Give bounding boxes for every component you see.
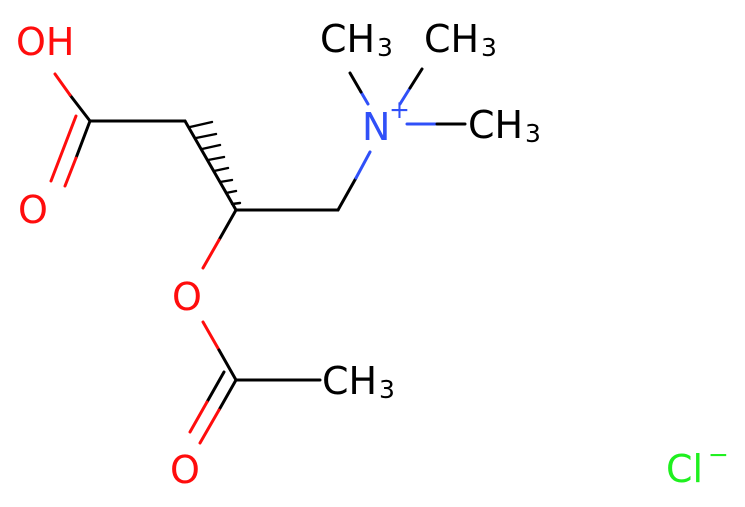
bond-ester-o-acyl — [217, 348, 238, 382]
hashed-wedge-bond — [188, 120, 242, 206]
bond-chiral-ester-o-red — [201, 238, 221, 270]
bond-ch2-chiral — [183, 119, 238, 212]
bond-acid-carbonyl-b — [63, 156, 78, 188]
nitrogen-label: N — [362, 105, 390, 149]
bond-layer — [49, 67, 467, 445]
bond-acid-c-oh-black — [68, 93, 92, 123]
bond-acid-carbonyl-a-black — [74, 119, 92, 160]
bond-n-methyl-left — [348, 71, 363, 94]
bond-chiral-ester-o — [217, 208, 238, 242]
ester-oxygen-label: O — [172, 275, 202, 319]
bond-ch2n-n-black — [336, 176, 358, 212]
methyl-n-right-label: CH — [424, 17, 479, 61]
ester-carbonyl-oxygen-label: O — [170, 448, 200, 492]
bond-n-methyl-right — [408, 67, 424, 90]
methyl-n-left-label: CH — [320, 17, 375, 61]
bond-n-methyl-left-blue — [359, 90, 370, 106]
methyl-n-lower-subscript: 3 — [525, 119, 541, 148]
hydroxyl-label: OH — [16, 20, 74, 64]
methyl-acetyl-subscript: 3 — [379, 375, 395, 404]
methyl-n-right-subscript: 3 — [481, 33, 497, 62]
chloride-label: Cl — [666, 447, 703, 491]
methyl-n-lower-label: CH — [468, 103, 523, 147]
bond-acyl-carbonyl-b-black — [205, 370, 226, 404]
bond-ester-o-acyl-red — [201, 320, 221, 352]
bond-acid-carbonyl-a — [49, 114, 78, 183]
methyl-acetyl-label: CH — [322, 359, 377, 403]
acid-carbonyl-oxygen-label: O — [18, 188, 48, 232]
bond-acyl-carbonyl-b — [188, 400, 209, 434]
nitrogen-charge: + — [389, 95, 410, 124]
methyl-n-left-subscript: 3 — [377, 33, 393, 62]
bond-ch2n-n-blue — [354, 150, 372, 180]
chloride-charge: − — [708, 440, 729, 469]
bond-acyl-carbonyl-a-black — [217, 378, 238, 412]
atom-labels: OH O O O N + CH 3 CH 3 CH 3 CH 3 Cl − — [16, 17, 729, 492]
bond-acid-c-oh — [53, 72, 72, 97]
bond-acyl-carbonyl-a — [198, 408, 221, 445]
bond-n-methyl-right-blue — [398, 86, 412, 106]
